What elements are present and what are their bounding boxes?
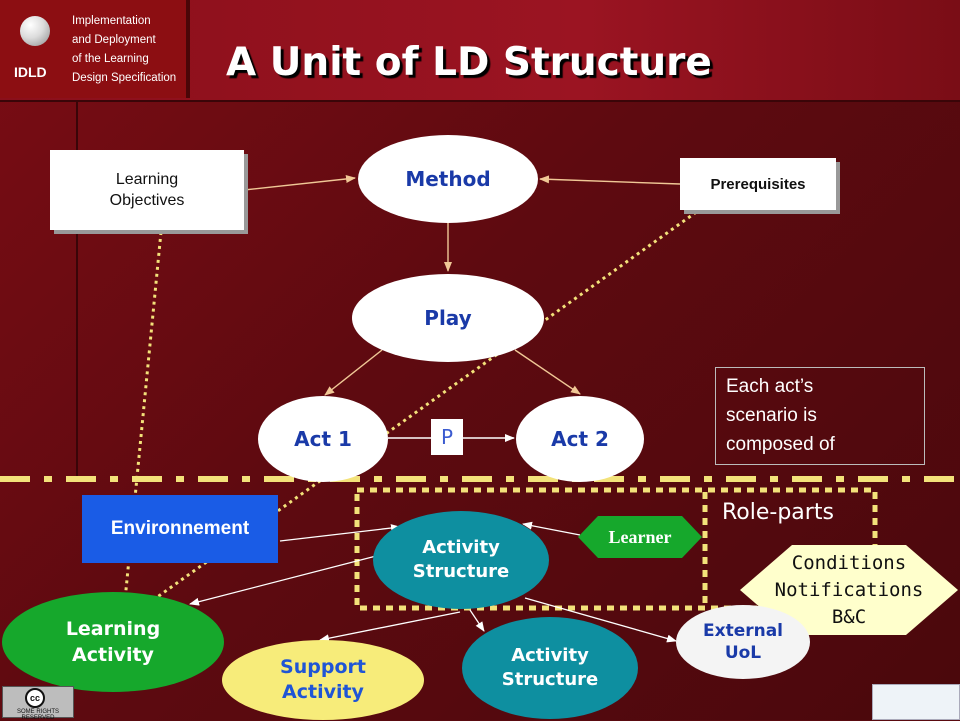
support-activity-line: Support <box>280 656 366 678</box>
learning-objectives-line: Learning <box>115 171 179 188</box>
external-uol-node: External UoL <box>676 605 810 679</box>
learning-objectives-line: Objectives <box>109 192 185 209</box>
environnement-box: Environnement <box>82 495 278 563</box>
logo-text-line: Implementation <box>72 15 151 27</box>
logo-abbreviation: IDLD <box>14 64 47 80</box>
arrow-play-to-act1 <box>324 349 383 396</box>
p-label: P <box>431 419 463 455</box>
act1-node: Act 1 <box>258 396 388 482</box>
conditions-line: Conditions <box>791 551 907 574</box>
logo-sphere-icon <box>20 16 50 46</box>
prerequisites-box: Prerequisites <box>680 158 836 210</box>
slide-title: A Unit of LD Structure <box>226 40 712 85</box>
scenario-note-line: Each act’s <box>726 376 814 397</box>
support-activity-line: Activity <box>282 681 364 703</box>
conditions-line: B&C <box>831 605 867 628</box>
creative-commons-badge[interactable]: cc SOME RIGHTS RESERVED <box>2 686 74 721</box>
activity-structure-line: Structure <box>501 669 599 690</box>
left-divider <box>76 100 78 480</box>
conditions-line: Notifications <box>774 578 924 601</box>
conditions-hexagon <box>740 545 958 635</box>
learner-hexagon <box>578 516 702 558</box>
learning-activity-line: Activity <box>72 644 154 666</box>
arrow-play-to-act2 <box>514 349 581 395</box>
logo-text-line: and Deployment <box>72 34 156 46</box>
arrow-prerequisites-to-method <box>539 175 681 185</box>
scenario-note-line: composed of <box>726 434 835 455</box>
bottom-arrows <box>189 521 677 643</box>
nav-first-slide-button[interactable] <box>872 684 960 720</box>
act2-node: Act 2 <box>516 396 644 482</box>
activity-structure-line: Activity <box>511 645 589 666</box>
arrow-objectives-to-method <box>243 174 356 191</box>
activity-structure-line: Structure <box>412 561 510 582</box>
logo-text-line: of the Learning <box>72 53 149 65</box>
top-arrows <box>243 174 681 396</box>
activity-structure-line: Activity <box>422 537 500 558</box>
external-uol-line: External <box>702 621 784 641</box>
cc-icon: cc <box>25 688 45 708</box>
cc-text: SOME RIGHTS RESERVED <box>16 709 59 721</box>
scenario-note: Each act’s scenario is composed of <box>715 367 925 465</box>
learner-label: Learner <box>608 526 672 547</box>
method-node: Method <box>358 135 538 223</box>
play-node: Play <box>352 274 544 362</box>
role-parts-label: Role-parts <box>722 500 834 525</box>
external-uol-line: UoL <box>724 643 762 663</box>
scenario-note-line: scenario is <box>726 405 817 426</box>
idld-logo: IDLD Implementation and Deployment of th… <box>0 0 190 98</box>
support-activity-node: Support Activity <box>222 640 424 720</box>
activity-structure-node: Activity Structure <box>373 511 549 609</box>
activity-structure-node-2: Activity Structure <box>462 617 638 719</box>
conditions-label: Conditions Notifications B&C <box>740 545 958 635</box>
learning-activity-node: Learning Activity <box>2 592 224 692</box>
learning-objectives-box: Learning Objectives <box>50 150 244 230</box>
logo-text: Implementation and Deployment of the Lea… <box>72 12 187 88</box>
logo-text-line: Design Specification <box>72 72 177 84</box>
learning-activity-line: Learning <box>65 618 161 640</box>
